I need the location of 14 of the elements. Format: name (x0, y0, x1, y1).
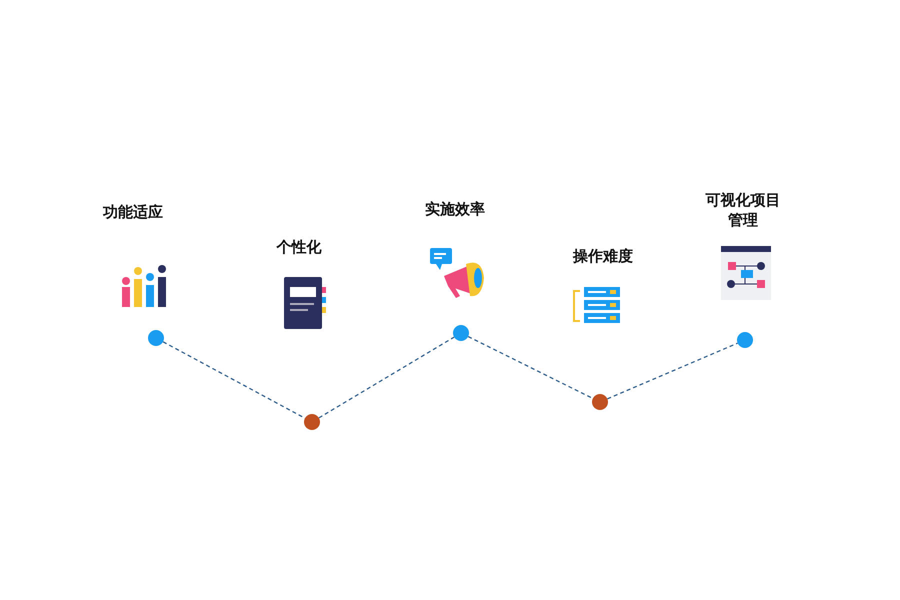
dashed-connector (162, 341, 306, 419)
step-label: 可视化项目管理 (704, 190, 782, 230)
step-label: 操作难度 (572, 246, 634, 266)
step-label: 实施效率 (424, 199, 486, 219)
dashed-connector (468, 336, 594, 399)
step-label: 功能适应 (102, 202, 164, 222)
timeline-dot (737, 332, 753, 348)
dashed-connector (607, 342, 738, 400)
step-label: 个性化 (275, 237, 322, 257)
timeline-dot (304, 414, 320, 430)
dashed-connector (318, 336, 454, 418)
timeline-dot (453, 325, 469, 341)
timeline-dot (148, 330, 164, 346)
timeline-dot (592, 394, 608, 410)
